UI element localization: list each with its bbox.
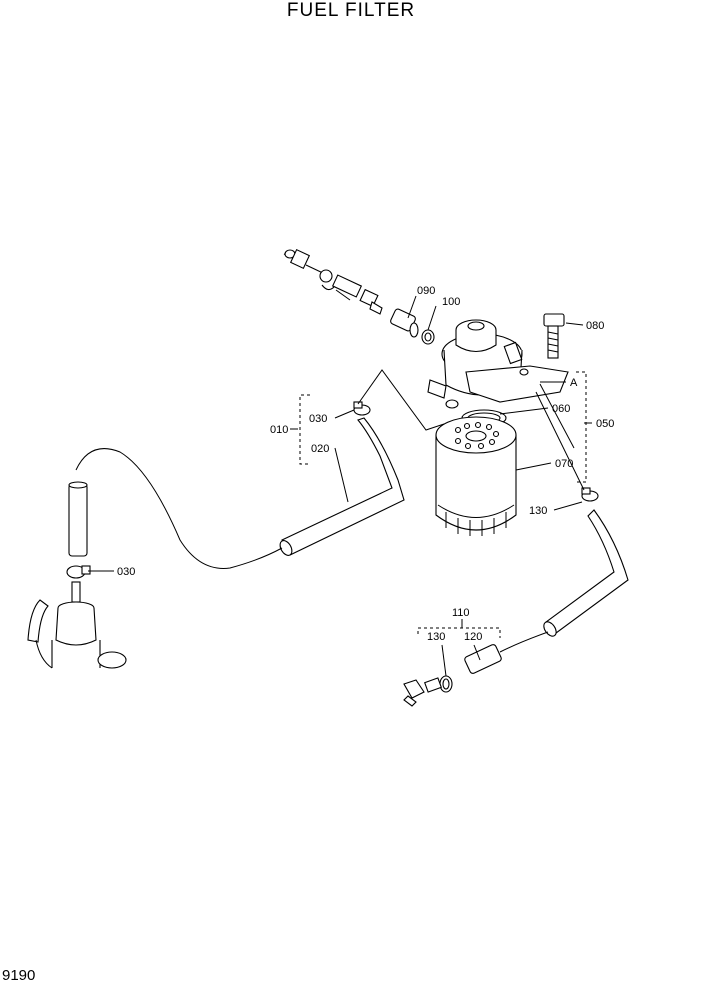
left-hose-tube — [68, 481, 88, 557]
right-hose — [543, 509, 629, 637]
leader-lines — [88, 295, 592, 677]
hose-020 — [279, 417, 405, 556]
upper-fuel-line-fittings — [283, 248, 435, 345]
hose-clamp-030-upper — [353, 401, 371, 416]
hose-clamp-030-lower — [66, 565, 91, 579]
callout-030-upper: 030 — [309, 413, 327, 425]
filter-head — [427, 319, 569, 409]
hose-clamp-130-right — [581, 487, 599, 502]
callout-110: 110 — [452, 607, 470, 619]
hose-120 — [464, 644, 502, 674]
group-bracket-110 — [417, 627, 501, 638]
bolt-080 — [543, 313, 565, 359]
page-title: FUEL FILTER — [286, 0, 416, 21]
left-pump-body — [27, 581, 127, 669]
fuel-line-loop — [75, 448, 283, 569]
callout-020: 020 — [311, 443, 329, 455]
callout-050: 050 — [596, 418, 614, 430]
group-bracket-050 — [576, 371, 587, 483]
page-number: 9190 — [2, 967, 36, 984]
callout-060: 060 — [552, 403, 570, 415]
filter-cartridge-070 — [435, 416, 517, 536]
callout-090: 090 — [417, 285, 435, 297]
callout-100: 100 — [442, 296, 460, 308]
callout-A: A — [570, 377, 578, 389]
callout-130-right: 130 — [529, 505, 547, 517]
callout-130-lower: 130 — [427, 631, 445, 643]
lower-fitting — [403, 677, 442, 707]
callout-010: 010 — [270, 424, 288, 436]
callout-120: 120 — [464, 631, 482, 643]
callout-070: 070 — [555, 458, 573, 470]
callout-080: 080 — [586, 320, 604, 332]
group-bracket-010 — [299, 394, 310, 465]
callout-030-lower: 030 — [117, 566, 135, 578]
hose-clamp-130-lower — [439, 675, 453, 693]
lower-fuel-line — [499, 631, 549, 653]
